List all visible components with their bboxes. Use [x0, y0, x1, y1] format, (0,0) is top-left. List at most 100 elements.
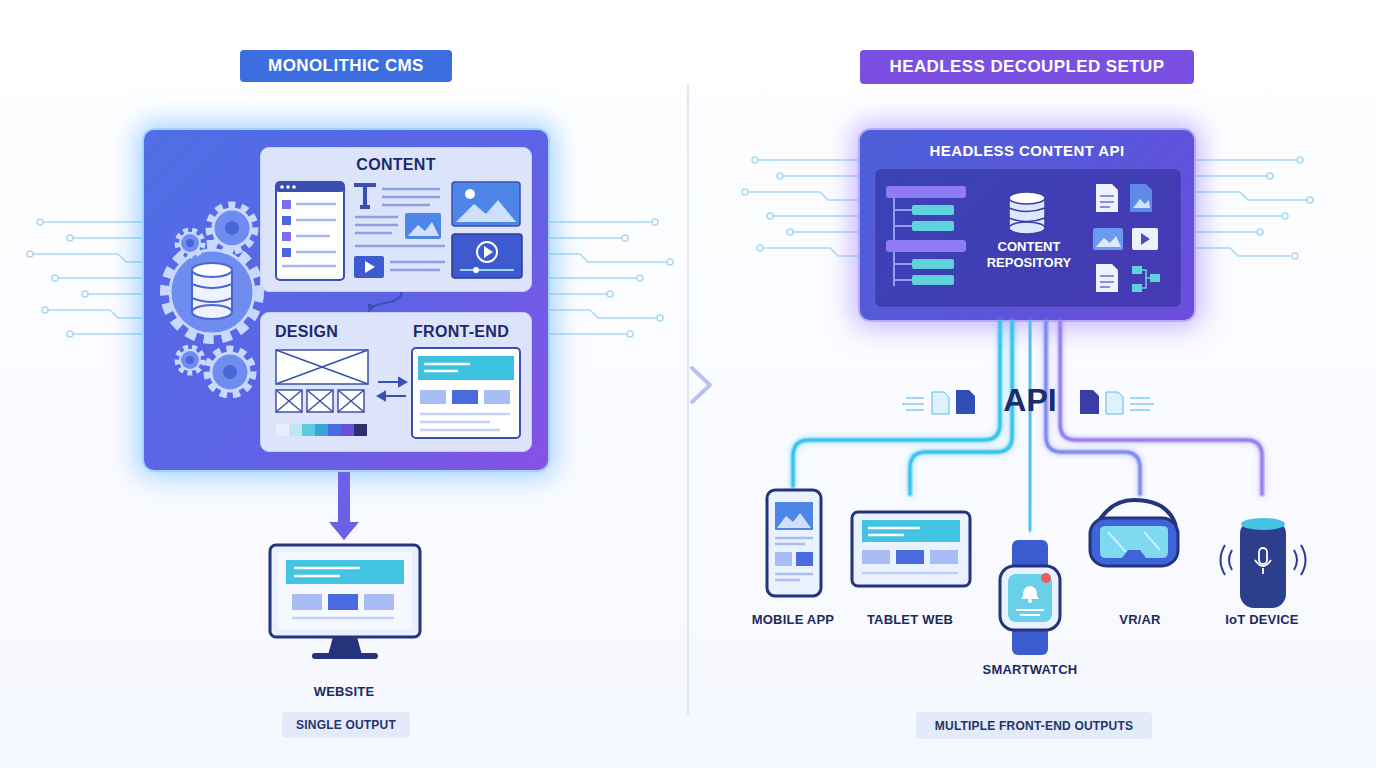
phone-icon [775, 552, 792, 566]
api-connector [1030, 322, 1031, 530]
circuit-lines [770, 215, 858, 217]
monitor-icon [328, 594, 358, 610]
circuit-nodes [37, 219, 43, 225]
monitor-icon [270, 545, 420, 637]
circuit-lines [550, 254, 670, 262]
phone-icon [775, 502, 813, 530]
api-connector [1060, 322, 1262, 494]
circuit-lines [550, 293, 610, 295]
circuit-lines [30, 254, 142, 262]
connector-glow [1027, 322, 1033, 530]
smartwatch-icon [1000, 566, 1060, 630]
monitor-icon [364, 594, 394, 610]
device-label: SMARTWATCH [966, 662, 1094, 677]
circuit-lines [70, 237, 142, 239]
connector-line [1046, 322, 1140, 494]
device-label: WEBSITE [262, 684, 426, 699]
circuit-lines [1196, 248, 1295, 256]
smartwatch-icon [1041, 573, 1051, 583]
circuit-lines [1196, 231, 1260, 233]
iot-device: IoT DEVICE [1210, 494, 1314, 631]
vr-device: VR/AR [1080, 494, 1200, 631]
payload-docs [902, 398, 924, 410]
tablet-icon [852, 512, 970, 586]
connector-line [1060, 322, 1262, 494]
circuit-nodes [1307, 197, 1313, 203]
api-connector [1046, 322, 1140, 494]
vr-headset-icon [1090, 518, 1178, 566]
monitor-icon [292, 594, 322, 610]
tablet-icon [852, 512, 970, 586]
website-device: WEBSITE [262, 540, 426, 705]
circuit-lines [780, 175, 858, 177]
circuit-nodes [1292, 253, 1298, 259]
circuit-nodes [1297, 157, 1303, 163]
circuit-lines [550, 310, 660, 318]
circuit-nodes [787, 229, 793, 235]
vr-headset-icon [1100, 526, 1168, 558]
monitor-icon [312, 653, 378, 659]
phone-icon [775, 538, 813, 544]
phone-icon [796, 552, 813, 566]
circuit-lines [550, 277, 640, 279]
api-connector [793, 322, 1000, 486]
smartwatch-icon [1028, 599, 1032, 603]
monitor-icon [292, 617, 394, 620]
monitor-icon [278, 552, 412, 629]
phone-icon [777, 513, 811, 528]
device-label: MOBILE APP [733, 612, 853, 627]
circuit-lines [755, 159, 858, 161]
tablet-icon [896, 550, 924, 564]
circuit-nodes [67, 331, 73, 337]
tablet-icon [862, 550, 890, 564]
design-frontend-panel: DESIGNFRONT-END [260, 312, 532, 452]
smart-speaker-icon [1240, 520, 1286, 608]
output-badge: SINGLE OUTPUT [282, 712, 410, 738]
headless-block: HEADLESS DECOUPLED SETUPHEADLESS CONTENT… [858, 128, 1196, 322]
circuit-nodes [42, 307, 48, 313]
connector-glow [793, 322, 1000, 486]
connector-line [793, 322, 1000, 486]
interface-label: API [980, 382, 1080, 419]
circuit-nodes [52, 275, 58, 281]
tablet-device: TABLET WEB [846, 494, 974, 631]
monitor-icon [294, 568, 360, 576]
circuit-nodes [82, 291, 88, 297]
divider-chevron [692, 368, 710, 402]
output-arrow [329, 472, 359, 540]
circuit-lines [45, 310, 142, 318]
circuit-nodes [767, 213, 773, 219]
panel-title: DESIGN [275, 323, 338, 341]
circuit-nodes [1282, 213, 1288, 219]
phone-icon [767, 490, 821, 596]
smartwatch-icon [1008, 574, 1052, 622]
section-heading: MONOLITHIC CMS [240, 50, 452, 82]
circuit-nodes [607, 291, 613, 297]
section-heading: HEADLESS DECOUPLED SETUP [860, 50, 1194, 84]
circuit-lines [550, 237, 625, 239]
circuit-lines [1196, 159, 1300, 161]
tablet-icon [862, 520, 960, 542]
cms-block: MONOLITHIC CMSCONTENTDESIGNFRONT-END [142, 128, 550, 472]
circuit-lines [550, 333, 630, 335]
panel-title: CONTENT [261, 156, 531, 174]
circuit-lines [1196, 215, 1285, 217]
device-label: IoT DEVICE [1202, 612, 1322, 627]
repository-panel: CONTENT REPOSITORY [874, 168, 1182, 308]
arrow-head [329, 522, 359, 540]
connector-line [1029, 322, 1032, 530]
circuit-lines [40, 221, 142, 223]
content-panel: CONTENT [260, 147, 532, 292]
api-connector [910, 322, 1012, 494]
output-badge: MULTIPLE FRONT-END OUTPUTS [916, 712, 1152, 739]
smartwatch-icon [1000, 540, 1060, 655]
circuit-nodes [757, 245, 763, 251]
smart-speaker-icon [1221, 518, 1306, 608]
circuit-nodes [657, 315, 663, 321]
circuit-nodes [742, 189, 748, 195]
badge-text: SINGLE OUTPUT [296, 718, 396, 732]
circuit-nodes [627, 331, 633, 337]
payload-docs [1130, 398, 1154, 410]
monitor-icon [286, 560, 404, 584]
smartwatch-icon [1012, 540, 1048, 655]
